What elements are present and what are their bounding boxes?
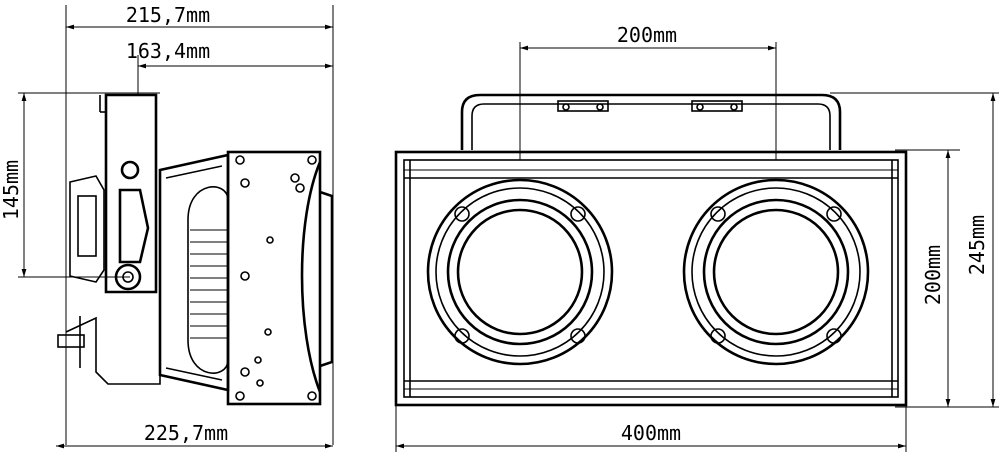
dim-label-front-spacing: 200mm (617, 23, 677, 47)
dim-label-side-bottom: 225,7mm (144, 421, 228, 445)
dim-label-front-width: 400mm (621, 421, 681, 445)
lens-right (682, 178, 870, 366)
heatsink-fins (190, 229, 228, 339)
dim-label-front-inner-height: 200mm (921, 245, 945, 305)
fixture-side-body (57, 93, 334, 406)
dim-label-side-top: 215,7mm (126, 3, 210, 27)
front-view: 200mm 200mm 245mm 400mm (394, 23, 999, 452)
dim-label-side-height: 145mm (0, 160, 23, 220)
lens-left (426, 178, 614, 366)
dim-label-front-total-height: 245mm (965, 215, 989, 275)
dim-label-side-inner: 163,4mm (126, 39, 210, 63)
fixture-front-frame (394, 150, 908, 407)
side-view: 215,7mm 163,4mm 145mm 225,7mm (0, 3, 334, 449)
fixture-handle (460, 93, 842, 150)
